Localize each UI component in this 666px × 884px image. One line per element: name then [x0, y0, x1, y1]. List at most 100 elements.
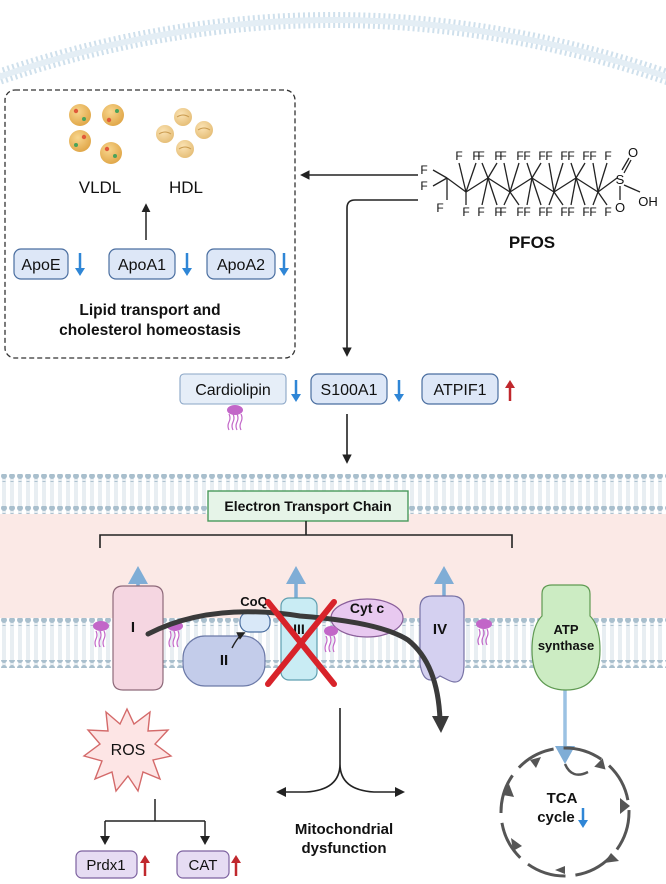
- svg-text:F: F: [567, 149, 574, 163]
- pfos-to-markers-arrow: [342, 199, 418, 357]
- svg-text:F: F: [494, 205, 501, 219]
- svg-text:F: F: [499, 149, 506, 163]
- svg-text:F: F: [582, 149, 589, 163]
- tca-down-icon: [578, 808, 588, 828]
- svg-text:F: F: [462, 205, 469, 219]
- vldl-particles-icon: [69, 104, 124, 164]
- s100a1-box: S100A1: [310, 373, 388, 405]
- etc-title-box: Electron Transport Chain: [207, 490, 409, 522]
- svg-text:F: F: [582, 205, 589, 219]
- dysfunction-split-arrows: [283, 708, 398, 793]
- ros-branch-arrows: [104, 799, 206, 838]
- ros-branch-arrowhead-right: [200, 836, 210, 845]
- lipid-box: [4, 89, 296, 359]
- complex-i: I: [112, 585, 164, 691]
- s100a1-down-icon: [394, 380, 404, 402]
- svg-text:F: F: [472, 149, 479, 163]
- svg-text:F: F: [589, 149, 596, 163]
- cat-label: CAT: [189, 857, 218, 874]
- complex-ii: II: [182, 635, 266, 687]
- ros-burst-icon: ROS: [82, 707, 173, 793]
- cat-box: CAT: [176, 850, 230, 879]
- ros-branch-arrowhead-left: [100, 836, 110, 845]
- electron-flow-arrowhead: [432, 716, 449, 733]
- apoa2-box: ApoA2: [206, 248, 276, 280]
- apoe-down-icon: [75, 253, 85, 276]
- mito-dysfunction-line1: Mitochondrial: [295, 821, 393, 838]
- complex-ii-label: II: [220, 652, 228, 669]
- svg-text:F: F: [455, 149, 462, 163]
- svg-text:F: F: [420, 179, 427, 193]
- atp-synthase-label-line2: synthase: [538, 638, 594, 653]
- svg-text:F: F: [436, 201, 443, 215]
- blocked-cross-icon: [265, 599, 337, 687]
- svg-text:F: F: [538, 149, 545, 163]
- complex-i-label: I: [131, 619, 135, 636]
- s100a1-label: S100A1: [321, 382, 378, 399]
- lipid-box-title-line2: cholesterol homeostasis: [59, 322, 241, 339]
- svg-text:F: F: [545, 149, 552, 163]
- svg-text:F: F: [477, 205, 484, 219]
- cardiolipin-down-icon: [291, 380, 301, 402]
- vldl-label: VLDL: [79, 178, 122, 197]
- ros-label: ROS: [111, 742, 146, 759]
- complex-iv: IV: [419, 595, 465, 683]
- mito-dysfunction-line2: dysfunction: [302, 840, 387, 857]
- svg-text:F: F: [589, 205, 596, 219]
- complex-iii-label: III: [293, 621, 305, 637]
- dysfunction-arrowhead-right: [395, 787, 405, 797]
- atp-synthase: ATP synthase: [531, 584, 601, 691]
- svg-text:F: F: [523, 205, 530, 219]
- apoa1-label: ApoA1: [118, 257, 166, 274]
- svg-text:F: F: [560, 149, 567, 163]
- etc-bracket: [99, 521, 513, 548]
- svg-text:OH: OH: [638, 194, 658, 209]
- svg-text:F: F: [538, 205, 545, 219]
- tca-cycle-arrowheads: [503, 757, 630, 874]
- hdl-particles-icon: [156, 108, 213, 158]
- svg-text:F: F: [604, 205, 611, 219]
- atpif1-up-icon: [505, 380, 515, 401]
- pfos-label: PFOS: [509, 233, 555, 252]
- tca-label-line2: cycle: [537, 809, 575, 826]
- apoa2-label: ApoA2: [217, 257, 265, 274]
- prdx1-up-icon: [140, 855, 150, 876]
- coq-label: CoQ: [240, 594, 267, 609]
- apoa1-down-icon: [182, 253, 192, 276]
- cat-up-icon: [231, 855, 241, 876]
- cardiolipin-lipid-icon: [227, 405, 243, 431]
- apoa2-down-icon: [279, 253, 289, 276]
- pfos-structure-icon: [432, 157, 641, 206]
- tca-label-line1: TCA: [547, 790, 578, 807]
- coq: CoQ: [239, 594, 271, 633]
- svg-text:F: F: [560, 205, 567, 219]
- atpif1-label: ATPIF1: [433, 382, 486, 399]
- atpif1-box: ATPIF1: [421, 373, 499, 405]
- membrane-cardiolipin-icons: [93, 619, 492, 653]
- svg-text:F: F: [499, 205, 506, 219]
- svg-text:F: F: [516, 205, 523, 219]
- svg-text:S: S: [616, 172, 625, 187]
- svg-text:F: F: [420, 163, 427, 177]
- electron-flow-arrow: [145, 609, 443, 723]
- svg-text:F: F: [516, 149, 523, 163]
- prdx1-box: Prdx1: [75, 850, 138, 879]
- svg-text:O: O: [615, 200, 625, 215]
- outer-membrane-arc: [0, 12, 666, 86]
- apoe-box: ApoE: [13, 248, 69, 280]
- svg-text:F: F: [545, 205, 552, 219]
- svg-text:F: F: [523, 149, 530, 163]
- lipid-box-title-line1: Lipid transport and: [79, 302, 220, 319]
- svg-text:F: F: [604, 149, 611, 163]
- complex-ii-to-coq-arrow: [231, 632, 246, 649]
- hdl-label: HDL: [169, 178, 203, 197]
- atp-to-tca-curve: [563, 763, 589, 776]
- cyt-c-label: Cyt c: [350, 600, 384, 616]
- atp-synthase-label-line1: ATP: [553, 622, 578, 637]
- apoa1-box: ApoA1: [108, 248, 176, 280]
- svg-text:O: O: [628, 145, 638, 160]
- prdx1-label: Prdx1: [86, 857, 125, 874]
- tca-cycle-icon: [499, 746, 631, 878]
